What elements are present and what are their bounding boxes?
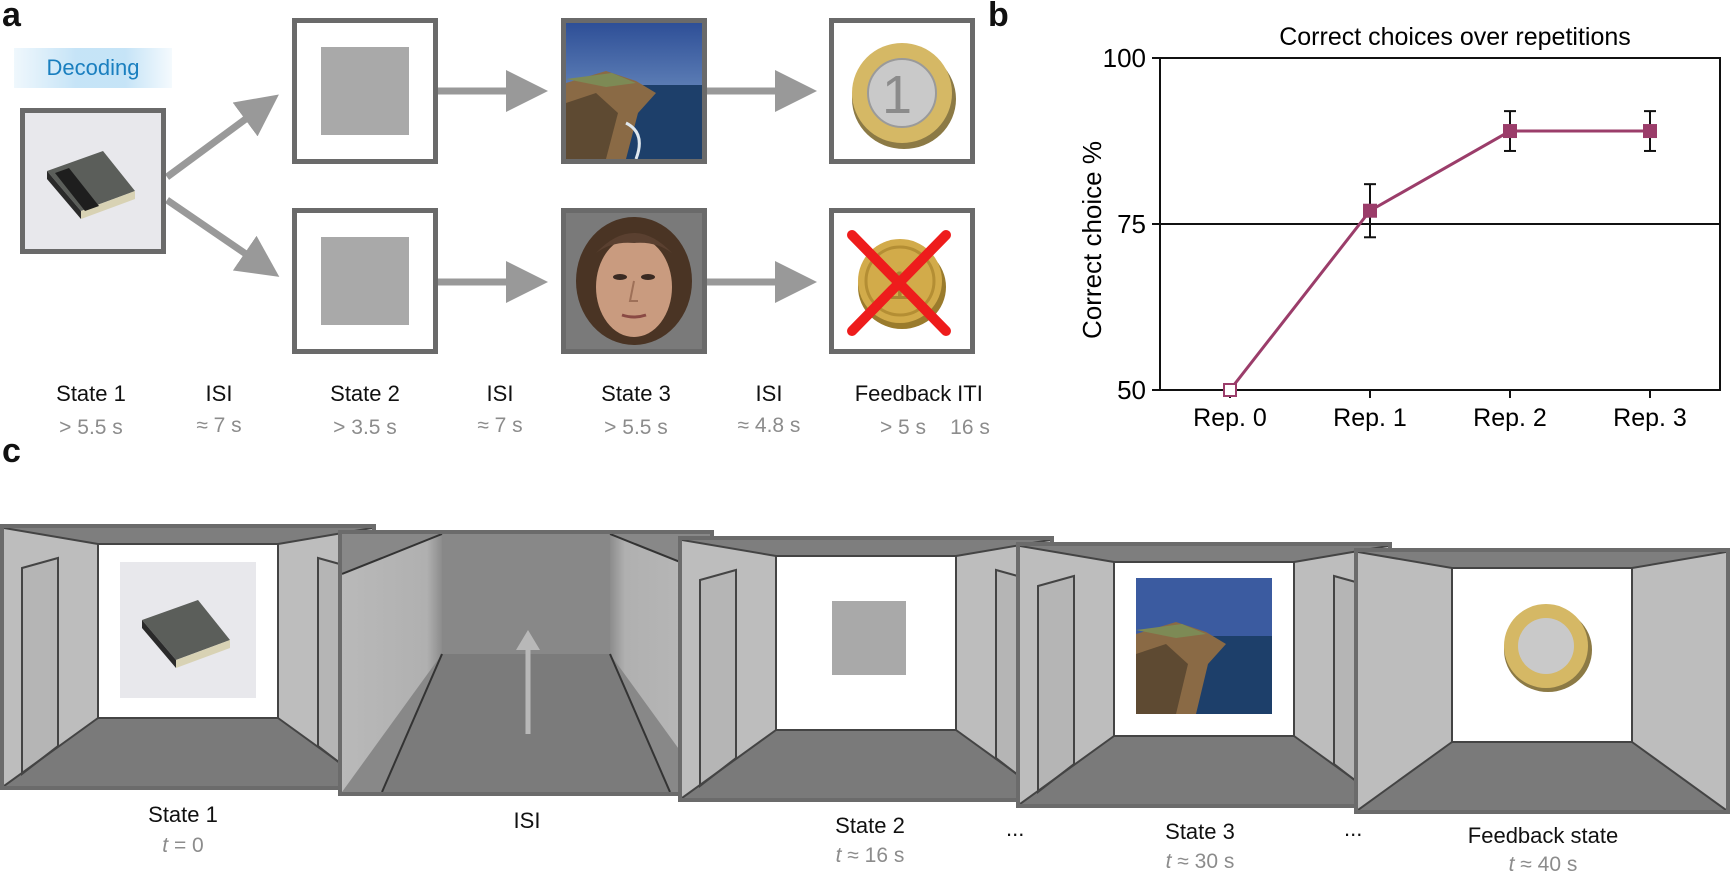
room-state3 bbox=[1016, 542, 1392, 808]
feedback-coin-frame: 1 bbox=[829, 18, 975, 164]
room-isi bbox=[338, 530, 714, 796]
red-cross-icon bbox=[847, 230, 951, 336]
y-tick-label: 75 bbox=[1117, 209, 1146, 239]
panel-letter-c: c bbox=[2, 432, 21, 470]
room-time: t ≈ 30 s bbox=[1165, 850, 1235, 873]
decoding-label: Decoding bbox=[14, 48, 172, 88]
ellipsis: ... bbox=[1006, 816, 1025, 841]
flow-arrows bbox=[164, 70, 817, 303]
chart-title: Correct choices over repetitions bbox=[1279, 23, 1631, 51]
timeline-duration: > 5.5 s bbox=[59, 416, 123, 439]
room-time: t = 0 bbox=[162, 834, 204, 857]
chart-b: Correct choices over repetitions Correct… bbox=[1077, 23, 1721, 432]
timeline-label: ITI bbox=[957, 381, 983, 406]
room-label: State 3 bbox=[1165, 819, 1235, 844]
room-time: t ≈ 40 s bbox=[1508, 853, 1578, 876]
timeline-label: Feedback bbox=[854, 381, 952, 406]
series-line bbox=[1228, 129, 1650, 391]
state3-coast-frame bbox=[561, 18, 707, 164]
data-point bbox=[1503, 124, 1517, 139]
book-image bbox=[47, 151, 135, 219]
data-point bbox=[1363, 203, 1377, 218]
x-tick-label: Rep. 0 bbox=[1193, 404, 1267, 432]
timeline-duration: 16 s bbox=[950, 416, 990, 439]
y-tick-label: 50 bbox=[1117, 375, 1146, 405]
data-point bbox=[1643, 124, 1657, 139]
x-tick-label: Rep. 3 bbox=[1613, 404, 1687, 432]
room-time: t ≈ 16 s bbox=[835, 844, 905, 867]
state2-lower-frame bbox=[292, 208, 438, 354]
room-state2 bbox=[678, 536, 1054, 802]
panel-letter-b: b bbox=[988, 0, 1009, 34]
coin-number: 1 bbox=[882, 65, 912, 125]
state1-book-frame bbox=[20, 108, 166, 254]
room-walls bbox=[682, 540, 1050, 798]
room-feedback bbox=[1354, 548, 1730, 814]
grey-square bbox=[832, 601, 906, 675]
timeline-duration: ≈ 7 s bbox=[196, 414, 242, 437]
room-label: State 2 bbox=[835, 813, 905, 838]
room-label: ISI bbox=[513, 808, 541, 833]
timeline-label: State 2 bbox=[330, 381, 400, 406]
room-walls bbox=[4, 528, 372, 786]
ellipsis: ... bbox=[1344, 816, 1363, 841]
room-label: Feedback state bbox=[1467, 823, 1619, 848]
corridor bbox=[342, 534, 710, 792]
timeline-duration: ≈ 7 s bbox=[477, 414, 523, 437]
y-axis-label: Correct choice % bbox=[1077, 141, 1107, 339]
timeline-duration: > 3.5 s bbox=[333, 416, 397, 439]
timeline-label: ISI bbox=[755, 381, 783, 406]
room-walls bbox=[1358, 552, 1726, 810]
arrow-state1-to-upper bbox=[164, 94, 279, 180]
arrow-state1-to-lower bbox=[165, 197, 280, 277]
face-image bbox=[576, 217, 692, 345]
grey-square bbox=[321, 47, 409, 135]
state3-face-frame bbox=[561, 208, 707, 354]
panel-letter-a: a bbox=[2, 0, 21, 34]
room-walls bbox=[1020, 546, 1388, 804]
x-tick-label: Rep. 2 bbox=[1473, 404, 1547, 432]
data-point bbox=[1223, 383, 1237, 397]
timeline-label: ISI bbox=[205, 381, 233, 406]
grey-square bbox=[321, 237, 409, 325]
x-tick-label: Rep. 1 bbox=[1333, 404, 1407, 432]
up-arrow-icon bbox=[516, 630, 540, 734]
timeline-duration: ≈ 4.8 s bbox=[737, 414, 801, 437]
coastline-image bbox=[566, 23, 702, 159]
euro-coin-image bbox=[1504, 604, 1592, 692]
room-label: State 1 bbox=[148, 802, 218, 827]
cent-coin-image: 1 bbox=[847, 230, 951, 336]
timeline-duration: > 5.5 s bbox=[604, 416, 668, 439]
timeline-label: State 3 bbox=[601, 381, 671, 406]
timeline-label: ISI bbox=[486, 381, 514, 406]
state2-upper-frame bbox=[292, 18, 438, 164]
timeline-label: State 1 bbox=[56, 381, 126, 406]
book-image bbox=[120, 562, 256, 698]
euro-coin-image: 1 bbox=[852, 43, 956, 149]
room-state1 bbox=[0, 524, 376, 790]
coastline-image bbox=[1136, 578, 1272, 714]
feedback-nocoin-frame: 1 bbox=[829, 208, 975, 354]
y-tick-label: 100 bbox=[1103, 43, 1146, 73]
timeline-duration: > 5 s bbox=[879, 416, 927, 439]
